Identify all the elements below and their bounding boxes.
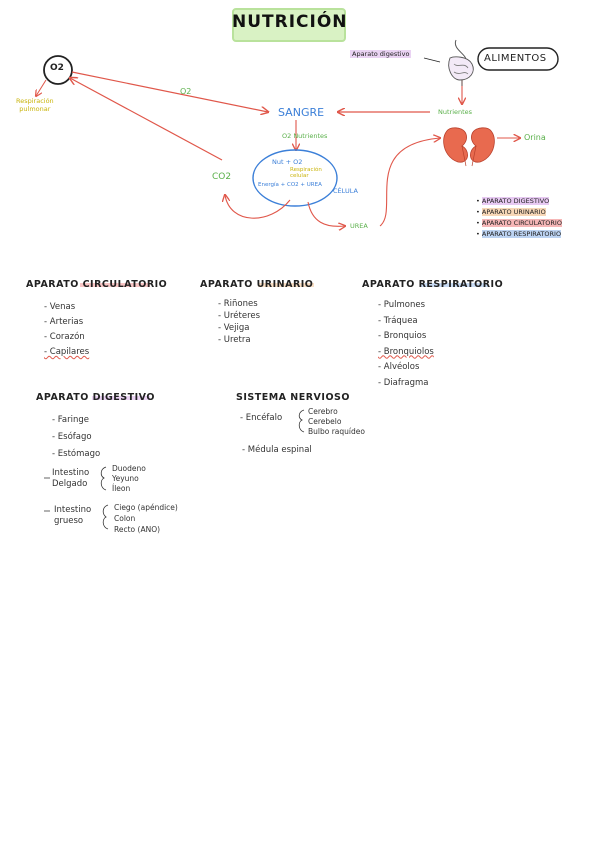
intestino-delgado-label: Intestino Delgado	[52, 468, 90, 489]
urea-to-kidney-arrow	[379, 138, 440, 227]
o2-circle	[43, 55, 73, 85]
list-item: - Pulmones	[378, 300, 426, 310]
list-item: - Venas	[44, 302, 76, 312]
page-title: NUTRICIÓN	[232, 12, 348, 32]
encefalo-brace	[298, 409, 305, 433]
urea-label: UREA	[350, 222, 368, 230]
sangre-label: SANGRE	[278, 106, 325, 119]
list-item: - Capilares	[44, 347, 90, 357]
grueso-brace	[102, 504, 109, 530]
legend-item-digestivo: • APARATO DIGESTIVO	[476, 197, 550, 205]
section-title-digestivo: APARATO DIGESTIVO	[36, 392, 155, 403]
delgado-brace	[100, 466, 107, 491]
legend-item-urinario: • APARATO URINARIO	[476, 208, 546, 216]
section-title-nervioso: SISTEMA NERVIOSO	[236, 392, 350, 403]
section-title-urinario: APARATO URINARIO	[200, 279, 314, 290]
list-item: - Bronquios	[378, 331, 427, 341]
aparato-digestivo-label: Aparato digestivo	[350, 50, 412, 58]
pulmonar-arrow	[36, 79, 47, 96]
section-title-respiratorio: APARATO RESPIRATORIO	[362, 279, 504, 290]
list-item: - Vejiga	[218, 323, 250, 333]
list-item: - Diafragma	[378, 377, 429, 388]
intestino-grueso-label: Intestino grueso	[54, 505, 92, 526]
list-item: - Esófago	[52, 432, 92, 442]
list-respiratorio: - Pulmones - Tráquea - Bronquios - Bronq…	[378, 298, 434, 391]
encefalo-parts: Cerebro Cerebelo Bulbo raquídeo	[308, 407, 365, 436]
title-highlight	[232, 8, 346, 42]
celula-label: CÉLULA	[333, 187, 358, 195]
list-item: - Alvéolos	[378, 362, 420, 372]
legend-item-respiratorio: • APARATO RESPIRATORIO	[476, 230, 562, 238]
list-item: - Tráquea	[378, 315, 418, 326]
list-item: - Uretra	[218, 335, 251, 345]
cell-resp-label: Respiración celular	[290, 167, 322, 179]
legend-item-circulatorio: • APARATO CIRCULATORIO	[476, 219, 562, 227]
alimentos-label: ALIMENTOS	[484, 53, 547, 64]
list-item: - Arterias	[44, 317, 84, 327]
kidneys-icon	[443, 127, 495, 167]
respiracion-pulmonar-label: Respiración pulmonar	[16, 97, 54, 113]
list-item: - Riñones	[218, 299, 258, 309]
list-item: - Faringe	[52, 415, 89, 425]
cell-circle	[252, 149, 338, 207]
digestivo-pointer	[423, 57, 441, 63]
o2-circle-label: O2	[50, 63, 64, 73]
digestive-system-icon	[448, 39, 474, 86]
list-circulatorio: - Venas - Arterias - Corazón - Capilares	[44, 300, 89, 360]
list-urinario: - Riñones - Uréteres - Vejiga - Uretra	[218, 298, 260, 346]
medula-label: - Médula espinal	[242, 445, 312, 455]
alimentos-box	[477, 47, 559, 71]
co2-to-o2-arrow	[70, 78, 223, 161]
list-item: - Bronquiolos	[378, 346, 434, 357]
list-digestivo: - Faringe - Esófago - Estómago	[52, 412, 100, 463]
o2-nutrientes-label: O2 Nutrientes	[282, 132, 328, 140]
cell-to-co2-arrow	[225, 195, 291, 219]
section-title-circulatorio: APARATO CIRCULATORIO	[26, 279, 168, 290]
list-item: - Estómago	[52, 449, 101, 459]
co2-label: CO2	[212, 172, 232, 182]
intestino-grueso-parts: Ciego (apéndice) Colon Recto (ANO)	[114, 503, 178, 534]
legend: • APARATO DIGESTIVO • APARATO URINARIO •…	[476, 197, 562, 238]
cell-to-urea-arrow	[307, 201, 345, 226]
intestino-delgado-parts: Duodeno Yeyuno Íleon	[112, 464, 146, 493]
cell-nut-label: Nut + O2	[272, 158, 303, 166]
nutrientes-label: Nutrientes	[438, 108, 473, 116]
encefalo-label: - Encéfalo	[240, 413, 283, 423]
o2-arrow-label: O2	[180, 87, 192, 96]
list-item: - Corazón	[44, 332, 85, 342]
orina-label: Orina	[524, 133, 546, 142]
o2-to-sangre-arrow	[71, 71, 268, 112]
cell-energy-label: Energía + CO2 + UREA	[258, 182, 322, 188]
list-item: - Uréteres	[218, 311, 261, 321]
